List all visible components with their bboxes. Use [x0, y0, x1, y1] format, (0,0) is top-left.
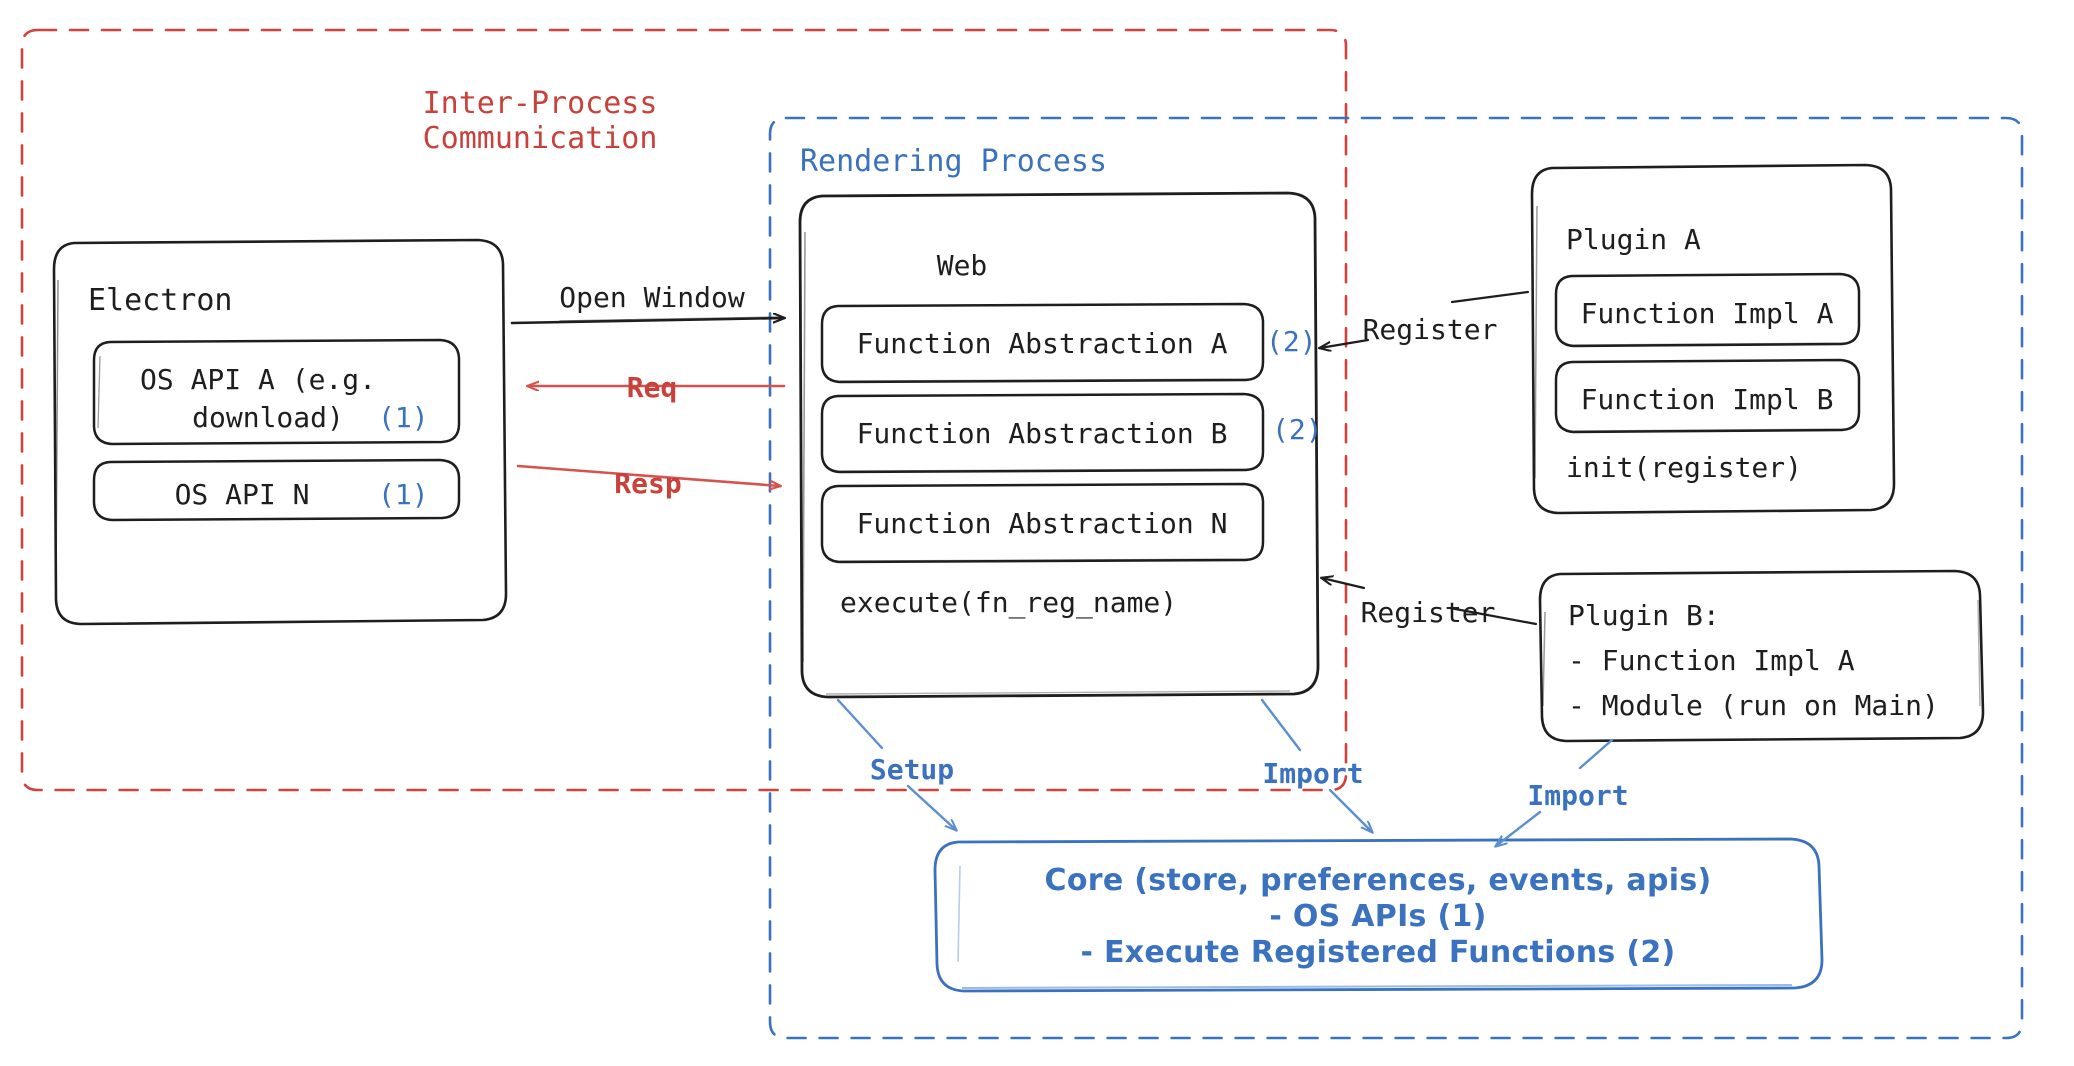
web-footer: execute(fn_reg_name): [840, 586, 1178, 619]
core-box: [933, 837, 1824, 993]
arrow-register-plugin-b: [1322, 578, 1538, 626]
core-line1: Core (store, preferences, events, apis): [1044, 863, 1712, 898]
arrow-import-web: [1260, 698, 1372, 832]
web-item-2-label: Function Abstraction N: [856, 507, 1228, 540]
web-item-1-label: Function Abstraction B: [856, 417, 1228, 450]
web-title: Web: [936, 249, 988, 282]
plugin-a-item-0-label: Function Impl A: [1580, 297, 1834, 330]
web-item-1-box[interactable]: [820, 392, 1265, 474]
web-item-2-box[interactable]: [820, 482, 1265, 564]
region-rendering-process: [768, 116, 2024, 1040]
plugin-b-line2: - Function Impl A: [1568, 644, 1855, 677]
electron-item-0-marker: (1): [378, 401, 429, 434]
arrow-setup-label: Setup: [869, 753, 955, 786]
electron-item-0-label-line1: OS API A (e.g.: [139, 363, 377, 396]
core-line3: - Execute Registered Functions (2): [1080, 935, 1676, 970]
region-rendering-process-label: Rendering Process: [800, 144, 1108, 179]
web-item-0-marker: (2): [1266, 325, 1317, 358]
arrow-req-label: Req: [626, 371, 678, 404]
region-ipc-label-line2: Communication: [422, 121, 658, 156]
region-ipc-label-line1: Inter-Process: [422, 86, 658, 121]
web-item-0-label: Function Abstraction A: [856, 327, 1228, 360]
arrow-import-plugin-b-label: Import: [1527, 779, 1629, 812]
plugin-b-line3: - Module (run on Main): [1568, 689, 1939, 722]
electron-item-0-label-line2: download): [192, 401, 344, 434]
core-line2: - OS APIs (1): [1269, 899, 1487, 934]
web-item-1-marker: (2): [1272, 413, 1323, 446]
arrow-register-plugin-b-label: Register: [1360, 596, 1496, 629]
arrow-import-plugin-b: [1496, 738, 1614, 846]
plugin-a-item-0-box[interactable]: [1554, 272, 1861, 348]
plugin-b-box: [1538, 569, 1985, 743]
web-item-0-box[interactable]: [820, 302, 1265, 384]
plugin-a-item-1-label: Function Impl B: [1580, 383, 1834, 416]
arrow-open-window-label: Open Window: [559, 281, 745, 314]
arrow-open-window: [510, 317, 784, 325]
electron-title: Electron: [88, 283, 233, 318]
plugin-a-item-1-box[interactable]: [1554, 358, 1861, 434]
arrow-resp-label: Resp: [614, 467, 682, 500]
electron-item-0-box[interactable]: [92, 338, 461, 446]
arrow-register-plugin-a: [1320, 290, 1530, 348]
arrow-setup: [836, 698, 956, 830]
arrow-resp: [516, 464, 780, 486]
plugin-b-line1: Plugin B:: [1568, 599, 1720, 632]
electron-item-1-label: OS API N: [174, 478, 310, 511]
plugin-a-footer: init(register): [1566, 451, 1803, 484]
arrow-register-plugin-a-label: Register: [1362, 313, 1498, 346]
electron-item-1-marker: (1): [378, 478, 429, 511]
plugin-a-title: Plugin A: [1566, 223, 1701, 256]
arrow-import-web-label: Import: [1262, 757, 1364, 790]
electron-item-1-box[interactable]: [92, 458, 461, 522]
